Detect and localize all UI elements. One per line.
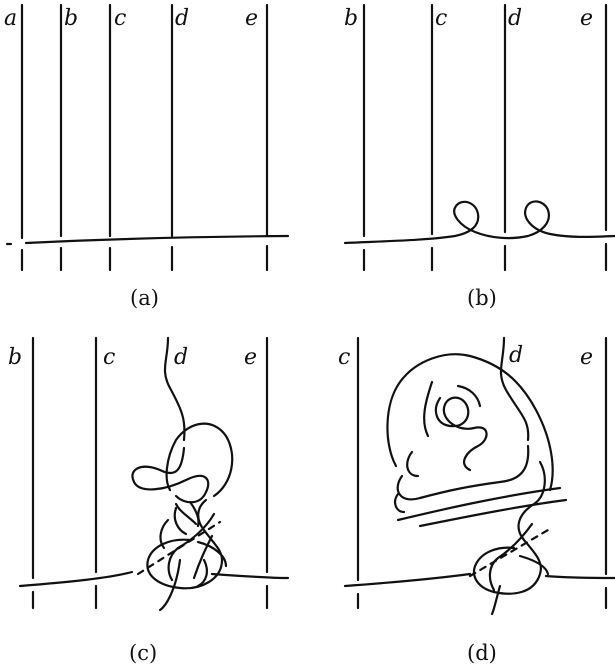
caption-b: (b) [467, 286, 497, 310]
caption-d: (d) [467, 641, 497, 665]
label-e: e [245, 6, 258, 31]
caption-a: (a) [130, 286, 159, 310]
knot-inner-loops [159, 500, 208, 588]
knot-inner-scribble [394, 380, 488, 514]
label-b: b [344, 6, 358, 31]
dashed-core [136, 520, 222, 576]
label-d: d [509, 343, 523, 368]
horizontal-arc-left [18, 570, 134, 588]
label-d: d [175, 6, 189, 31]
knot-tangle [131, 422, 234, 612]
dashed-core [468, 528, 550, 578]
panel-c: b c d e (c) [8, 336, 290, 665]
label-d: d [174, 345, 188, 370]
label-c: c [338, 345, 350, 370]
label-b: b [64, 6, 78, 31]
label-c: c [435, 6, 447, 31]
label-e: e [244, 345, 257, 370]
label-d: d [508, 6, 522, 31]
horizontal-arc-right [210, 572, 290, 580]
strand-d [499, 336, 530, 442]
horizontal-arc-left [343, 572, 472, 588]
knot-outer-loop [386, 353, 554, 501]
strand-d [163, 336, 186, 442]
horizontal-arc-right [544, 574, 615, 580]
panel-d: c d e (d) [338, 336, 615, 665]
label-b: b [8, 345, 22, 370]
caption-c: (c) [129, 641, 157, 665]
label-e: e [580, 6, 593, 31]
horizontal-arc [24, 234, 290, 245]
knot-tangle [472, 460, 550, 616]
panel-b: b c d e (b) [343, 3, 615, 310]
label-c: c [114, 6, 126, 31]
horizontal-arc-with-kinks [343, 200, 615, 245]
knot-crossing-bar [396, 486, 568, 528]
label-a: a [4, 6, 17, 31]
label-e: e [580, 345, 593, 370]
panel-a: a b c d e (a) [4, 3, 290, 310]
label-c: c [103, 345, 115, 370]
